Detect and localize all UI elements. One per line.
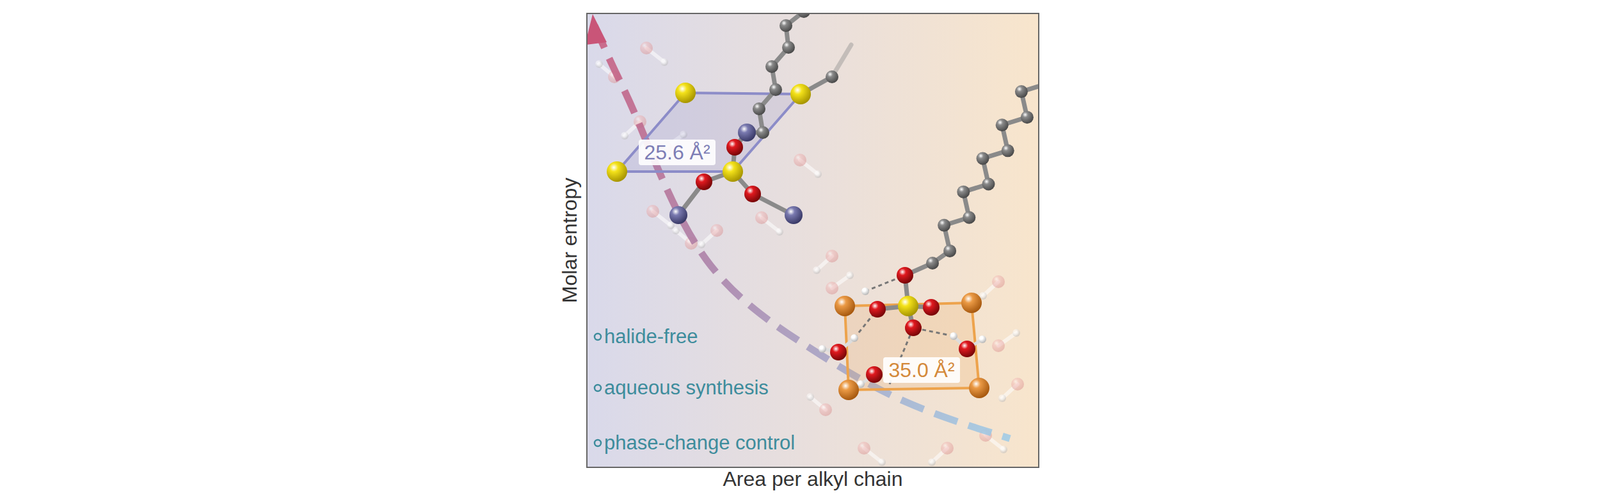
atom-sphere [782,40,795,54]
atom-sphere [812,266,821,274]
atom-sphere [830,343,847,361]
atom-sphere [992,275,1005,288]
atom-sphere [784,206,803,224]
bullet-marker [594,333,601,340]
atom-sphere [825,281,839,295]
atom-sphere [896,266,914,284]
atom-sphere [956,185,970,199]
atom-sphere [825,70,839,84]
atom-sphere [992,339,1005,352]
atom-sphere [660,58,669,66]
atom-sphere [818,344,827,353]
atom-sphere [722,161,744,182]
atom-sphere [695,173,713,191]
atom-sphere [1015,85,1028,98]
atom-sphere [995,118,1009,132]
atom-sphere [790,83,811,105]
atom-sphere [904,319,922,336]
atom-sphere [640,41,653,55]
molecule-group [586,13,1039,466]
bullet-marker [594,384,601,392]
area-value: 25.6 Å² [643,140,711,165]
atom-sphere [949,332,958,340]
bullet-marker [594,439,601,447]
atom-sphere [744,185,761,203]
unit-cell-outline [844,302,980,390]
atom-sphere [861,287,870,296]
atom-sphere [765,60,779,73]
atom-sphere [819,403,832,416]
atom-sphere [926,256,939,270]
atom-sphere [806,392,815,401]
atom-sphere [850,334,859,342]
atom-sphere [922,298,940,316]
atom-sphere [1011,377,1024,391]
atom-sphere [846,271,854,280]
curve-arrowhead [586,14,607,45]
atom-sphere [797,13,811,18]
atom-sphere [962,211,976,224]
atom-sphere [646,204,660,218]
atom-sphere [669,206,688,224]
value-box: 35.0 Å² [883,357,960,384]
atom-sphere [620,131,629,140]
trend-curve [594,25,1010,439]
atom-sphere [595,60,603,68]
atom-sphere [825,249,839,263]
atom-sphere [943,244,957,258]
atom-sphere [958,340,976,358]
atom-sphere [928,458,936,466]
atom-sphere [1001,144,1015,157]
atom-sphere [999,445,1008,454]
atom-sphere [857,441,871,455]
feature-item: halide-free [604,325,698,349]
atom-sphere [978,335,987,344]
atom-sphere [606,161,628,182]
atom-sphere [976,151,990,165]
atom-sphere [865,366,883,383]
atom-sphere [755,211,768,224]
area-value: 35.0 Å² [888,358,955,383]
atom-sphere [726,138,744,156]
unit-cell-outline [616,92,801,172]
atom-sphere [775,227,784,236]
atom-sphere [838,379,859,400]
atom-sphere [666,221,675,230]
atom-sphere [1012,328,1021,337]
atom-sphere [937,218,951,232]
atom-sphere [968,377,990,399]
atom-sphere [981,177,995,191]
atom-sphere [769,83,783,96]
atom-sphere [878,458,886,466]
atom-sphere [710,224,724,237]
atom-sphere [793,153,807,167]
atom-sphere [675,82,696,104]
axis-label: Molar entropy [558,177,583,303]
atom-sphere [814,170,822,178]
plot-frame [586,13,1039,468]
atom-sphere [834,295,856,317]
atom-sphere [897,295,919,317]
plot-ground [586,13,1039,468]
atom-sphere [1020,110,1034,124]
atom-sphere [752,102,766,116]
atom-sphere [940,441,954,455]
feature-item: aqueous synthesis [604,376,769,400]
value-box: 25.6 Å² [638,139,716,166]
atom-sphere [756,126,770,139]
axis-label: Area per alkyl chain [722,467,903,491]
atom-sphere [737,123,756,142]
feature-item: phase-change control [604,431,795,455]
atom-sphere [869,300,886,318]
atom-sphere [961,292,982,313]
atom-sphere [697,240,706,249]
atom-sphere [779,19,793,32]
atom-sphere [998,394,1007,402]
